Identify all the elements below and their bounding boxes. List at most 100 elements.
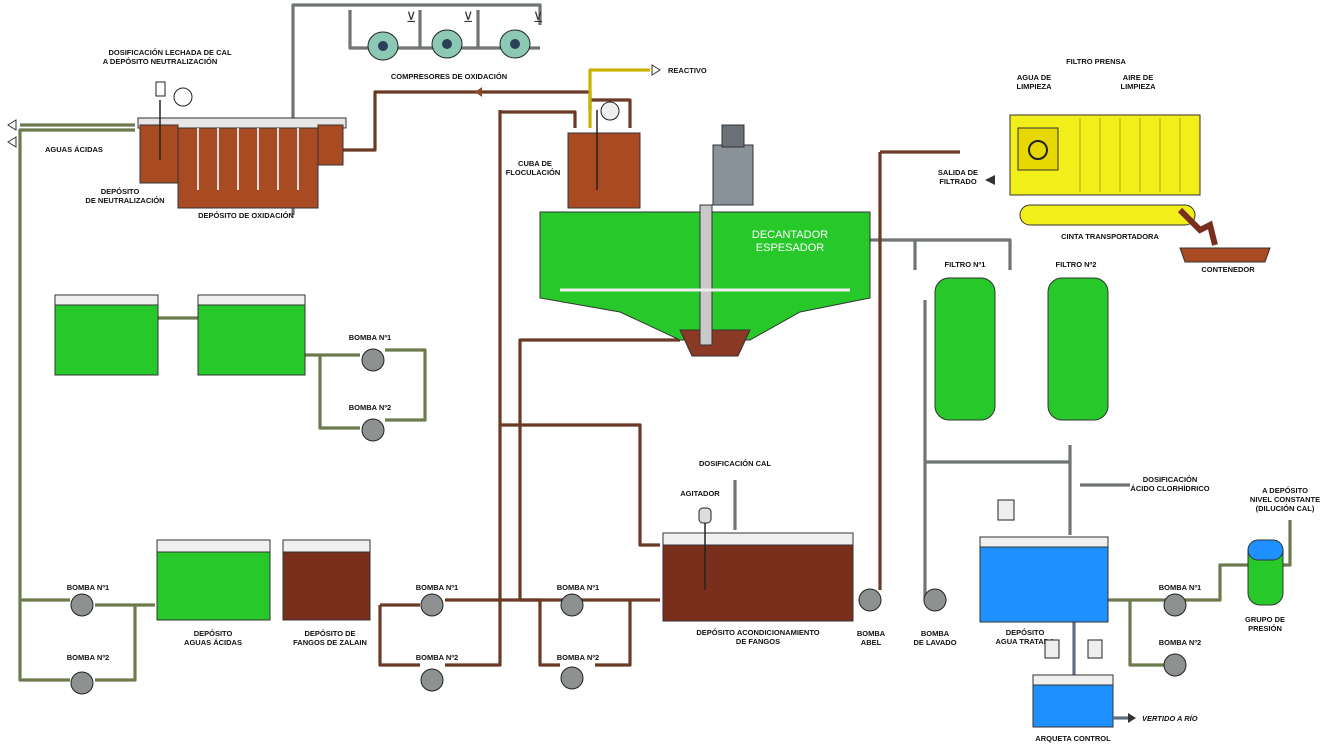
air-intake-icon: ⊻ bbox=[406, 9, 416, 25]
deposito-agua-tratada-label-2: AGUA TRATADA bbox=[995, 637, 1055, 646]
flocculation-tank-group bbox=[567, 101, 641, 209]
bomba2-mid-label: BOMBA Nº2 bbox=[349, 403, 391, 412]
deposito-aguas-acidas-label-1: DEPÓSITO bbox=[194, 629, 233, 638]
deposito-acondicionamiento-label-1: DEPÓSITO ACONDICIONAMIENTO bbox=[696, 628, 819, 637]
agua-limpieza-label-1: AGUA DE bbox=[1017, 73, 1051, 82]
aguas-acidas-label: AGUAS ÁCIDAS bbox=[45, 145, 103, 154]
contenedor bbox=[1179, 247, 1271, 263]
sludge-drop bbox=[1177, 207, 1218, 246]
air-line-pipe bbox=[291, 3, 542, 215]
decanter-group bbox=[539, 124, 871, 357]
salida-filtrado-label-1: SALIDA DE bbox=[938, 168, 978, 177]
bomba1-zalain-label: BOMBA Nº1 bbox=[416, 583, 458, 592]
inlet-arrow-icon bbox=[7, 119, 17, 131]
filtro1-label: FILTRO Nº1 bbox=[945, 260, 986, 269]
oxidation-outlet-box bbox=[317, 124, 344, 166]
a-deposito-nivel-label-2: NIVEL CONSTANTE bbox=[1250, 495, 1320, 504]
filter-press-group bbox=[985, 114, 1271, 263]
a-deposito-nivel-label-1: A DEPÓSITO bbox=[1262, 486, 1308, 495]
dosing-pump-icon bbox=[173, 87, 193, 107]
deposito-oxidacion-label: DEPÓSITO DE OXIDACIÓN bbox=[198, 211, 294, 220]
vertido-arrow-icon bbox=[1128, 713, 1136, 723]
inlet-arrow-icon bbox=[7, 136, 17, 148]
flocculation-feed-pipe bbox=[590, 98, 632, 128]
sand-filters bbox=[934, 277, 1109, 421]
dosing-meter-icon bbox=[155, 81, 166, 97]
agitador-label: AGITADOR bbox=[680, 489, 720, 498]
salida-arrow-icon bbox=[985, 175, 995, 185]
bomba1-conditioning-pump bbox=[560, 593, 584, 617]
deposito-fangos-zalain-label-2: FANGOS DE ZALAIN bbox=[293, 638, 367, 647]
agua-limpieza-label-2: LIMPIEZA bbox=[1017, 82, 1053, 91]
bomba-abel-label-2: ABEL bbox=[861, 638, 882, 647]
zalain-pump-suction-pipe bbox=[378, 603, 420, 667]
flocculation-tank bbox=[567, 132, 641, 209]
bomba1-conditioning-label: BOMBA Nº1 bbox=[557, 583, 599, 592]
oxidation-outlet-pipe bbox=[340, 90, 592, 152]
reactivo-pipe bbox=[588, 68, 650, 128]
salida-filtrado-label-2: FILTRADO bbox=[939, 177, 977, 186]
flow-arrow-icon bbox=[475, 87, 482, 97]
decanter-motor bbox=[721, 124, 745, 148]
deposito-acondicionamiento-label-2: DE FANGOS bbox=[736, 637, 780, 646]
oxidation-tank-group bbox=[137, 81, 347, 209]
dosificacion-acido-label-1: DOSIFICACIÓN bbox=[1143, 475, 1198, 484]
bomba2-zalain-pump bbox=[420, 668, 444, 692]
tank-freeboard bbox=[197, 294, 306, 306]
bomba1-zalain-pump bbox=[420, 593, 444, 617]
reactivo-label: REACTIVO bbox=[668, 66, 707, 75]
arqueta-control-label: ARQUETA CONTROL bbox=[1035, 734, 1111, 743]
conditioning-feed-pipe bbox=[500, 423, 660, 547]
flocculation-motor-icon bbox=[600, 101, 620, 121]
bomba-lavado-label-2: DE LAVADO bbox=[913, 638, 956, 647]
dosificacion-lechada-label-1: DOSIFICACIÓN LECHADA DE CAL bbox=[108, 48, 231, 57]
decanter-drive bbox=[712, 144, 754, 206]
compresores-label: COMPRESORES DE OXIDACIÓN bbox=[391, 72, 507, 81]
filter-press-head bbox=[1017, 127, 1059, 171]
decanter-sludge-pipe bbox=[518, 338, 680, 602]
compressor-2 bbox=[431, 29, 463, 59]
compressor-3 bbox=[499, 29, 531, 59]
flocculation-top-pipe bbox=[500, 110, 577, 128]
conditioning-pump-pipes bbox=[538, 598, 660, 667]
aire-limpieza-label-2: LIMPIEZA bbox=[1121, 82, 1157, 91]
filter-press-piston-icon bbox=[1028, 140, 1048, 160]
sensor-icon bbox=[1087, 639, 1103, 659]
grupo-presion-cap bbox=[1247, 539, 1284, 561]
green-tank-pump-pipes bbox=[305, 353, 360, 430]
green-tank-2 bbox=[197, 294, 306, 376]
bomba1-pressure-label: BOMBA Nº1 bbox=[1159, 583, 1201, 592]
filtered-water-pipe bbox=[925, 460, 1072, 535]
filter-2 bbox=[1047, 277, 1109, 421]
decanter-shaft bbox=[699, 204, 713, 346]
green-pump-discharge-pipe bbox=[385, 348, 427, 422]
deposito-fangos-zalain bbox=[282, 539, 371, 621]
bomba1-mid-pump bbox=[361, 348, 385, 372]
deposito-aguas-acidas-label-2: AGUAS ÁCIDAS bbox=[184, 638, 242, 647]
tank-freeboard bbox=[282, 539, 371, 553]
clarified-water-pipe bbox=[860, 238, 1012, 270]
aguas-acidas-riser-pipe bbox=[18, 128, 135, 600]
compressor-branch-pipes bbox=[418, 10, 480, 48]
oxidation-tank bbox=[177, 127, 319, 209]
deposito-aguas-acidas bbox=[156, 539, 271, 621]
conveyor-belt bbox=[1019, 204, 1196, 226]
aire-limpieza-label-1: AIRE DE bbox=[1123, 73, 1153, 82]
dosificacion-lechada-label-2: A DEPÓSITO NEUTRALIZACIÓN bbox=[103, 57, 218, 66]
filtro2-label: FILTRO Nº2 bbox=[1056, 260, 1097, 269]
tank-freeboard bbox=[662, 532, 854, 546]
filter-1 bbox=[934, 277, 996, 421]
bomba1-left-pump bbox=[70, 593, 94, 617]
bomba-lavado-pump bbox=[923, 588, 947, 612]
bomba1-pressure-pump bbox=[1163, 593, 1187, 617]
decanter-sludge-cone bbox=[679, 329, 751, 357]
filtro-prensa-label: FILTRO PRENSA bbox=[1066, 57, 1126, 66]
level-sensor-icon bbox=[997, 499, 1015, 521]
left-pump-discharge-pipe bbox=[95, 603, 155, 682]
bomba-lavado-label-1: BOMBA bbox=[921, 629, 950, 638]
tank-freeboard bbox=[156, 539, 271, 553]
bomba2-conditioning-pump bbox=[560, 666, 584, 690]
deposito-agua-tratada-label-1: DEPÓSITO bbox=[1006, 628, 1045, 637]
bomba2-zalain-label: BOMBA Nº2 bbox=[416, 653, 458, 662]
